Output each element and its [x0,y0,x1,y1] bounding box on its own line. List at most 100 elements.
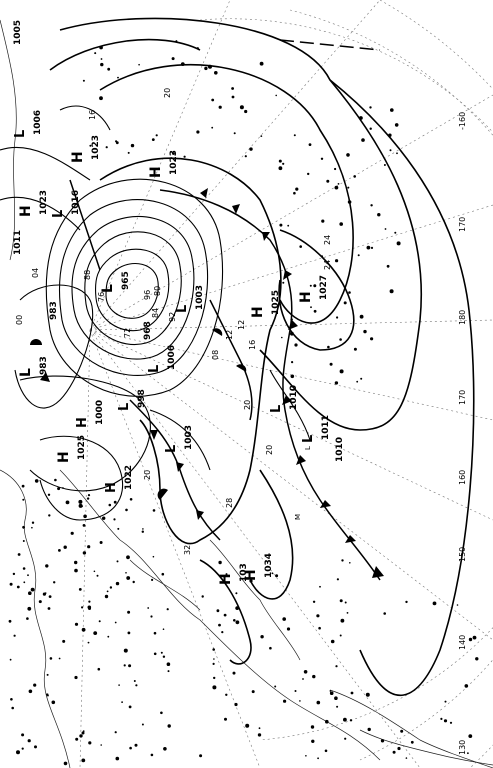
station-marker [329,690,332,692]
isobar [99,157,282,545]
station-marker [115,581,120,586]
pressure-centers: 1005 L 1006 H 1023 H 1023 L 1016 H 1023 … [13,20,345,585]
station-marker [390,108,394,112]
center-pressure: 1003 [195,285,205,310]
station-marker [212,662,215,666]
station-marker [308,143,312,147]
station-marker [126,576,131,580]
pressure-center: L 965 [100,271,131,293]
station-marker [78,503,83,508]
pressure-center: 1010 [335,437,345,462]
station-marker [82,730,85,732]
station-marker [82,551,87,555]
station-marker [311,739,315,743]
station-marker [396,241,401,246]
isobar [19,375,151,492]
station-marker [212,648,215,651]
station-marker [155,134,158,137]
station-marker [102,516,106,520]
station-marker [99,96,103,101]
station-marker [82,79,85,82]
station-marker [150,753,154,757]
station-marker [201,595,204,598]
station-marker [339,222,344,226]
station-marker [114,621,117,624]
isobar-label: 04 [31,268,40,278]
station-marker [180,62,185,66]
center-type: H [298,291,314,303]
front-triangle [283,270,292,280]
front-triangle [320,500,331,508]
latitude-arc [199,18,493,741]
north-coastline [0,19,17,261]
center-type: L [147,365,162,373]
station-marker [363,329,367,334]
station-marker [138,63,140,66]
station-marker [31,521,35,524]
station-marker [81,627,86,632]
station-marker [279,223,283,227]
station-marker [294,343,298,347]
station-marker [134,743,138,747]
station-marker [324,749,328,753]
station-marker [58,657,61,660]
center-type: H [18,205,34,217]
station-marker [353,347,357,351]
station-marker [166,608,169,611]
station-marker [367,727,371,732]
station-marker [346,612,349,614]
station-marker [299,245,303,248]
station-marker [310,725,315,729]
station-marker [212,685,217,690]
coast-detail [209,539,301,661]
center-pressure: 1011 [321,415,331,440]
station-marker [100,744,102,746]
station-marker [86,497,90,500]
station-marker [320,255,324,258]
station-marker [307,172,310,176]
station-marker [234,702,238,707]
center-type: L [164,445,179,453]
isobar-label: 96 [143,290,152,300]
station-marker [400,729,404,733]
station-marker [63,545,67,549]
center-pressure: 1010 [335,437,345,462]
center-type: L [13,130,28,138]
station-marker [130,143,135,148]
station-marker [319,585,321,588]
station-marker [74,622,79,626]
station-marker [21,747,24,750]
misc-label: M [294,514,302,520]
station-marker [233,132,236,135]
station-marker [107,635,110,638]
station-marker [115,756,120,761]
station-marker [97,667,101,671]
coast-detail [359,729,493,766]
station-marker [117,527,120,530]
station-marker [344,737,347,740]
station-marker [294,690,297,692]
front-semicircle [212,328,223,336]
station-marker [151,138,155,142]
station-marker [326,179,330,183]
pressure-center: H 1023 [18,190,49,217]
station-marker [334,167,337,171]
station-marker [34,479,39,483]
station-marker [380,739,385,743]
cyclone-isobar [71,216,195,360]
center-pressure: 1027 [319,275,329,300]
isobar-label: 28 [225,498,234,508]
meridian-line [79,329,91,768]
station-marker [316,614,320,618]
station-marker [107,67,111,71]
station-observations [8,40,479,766]
station-marker [38,600,42,604]
west-coastline [0,469,71,768]
station-marker [440,717,443,721]
center-pressure: 1016 [71,190,81,215]
station-marker [239,105,244,110]
station-marker [27,574,29,577]
cyclone-isobar [84,231,182,345]
station-marker [224,717,227,721]
